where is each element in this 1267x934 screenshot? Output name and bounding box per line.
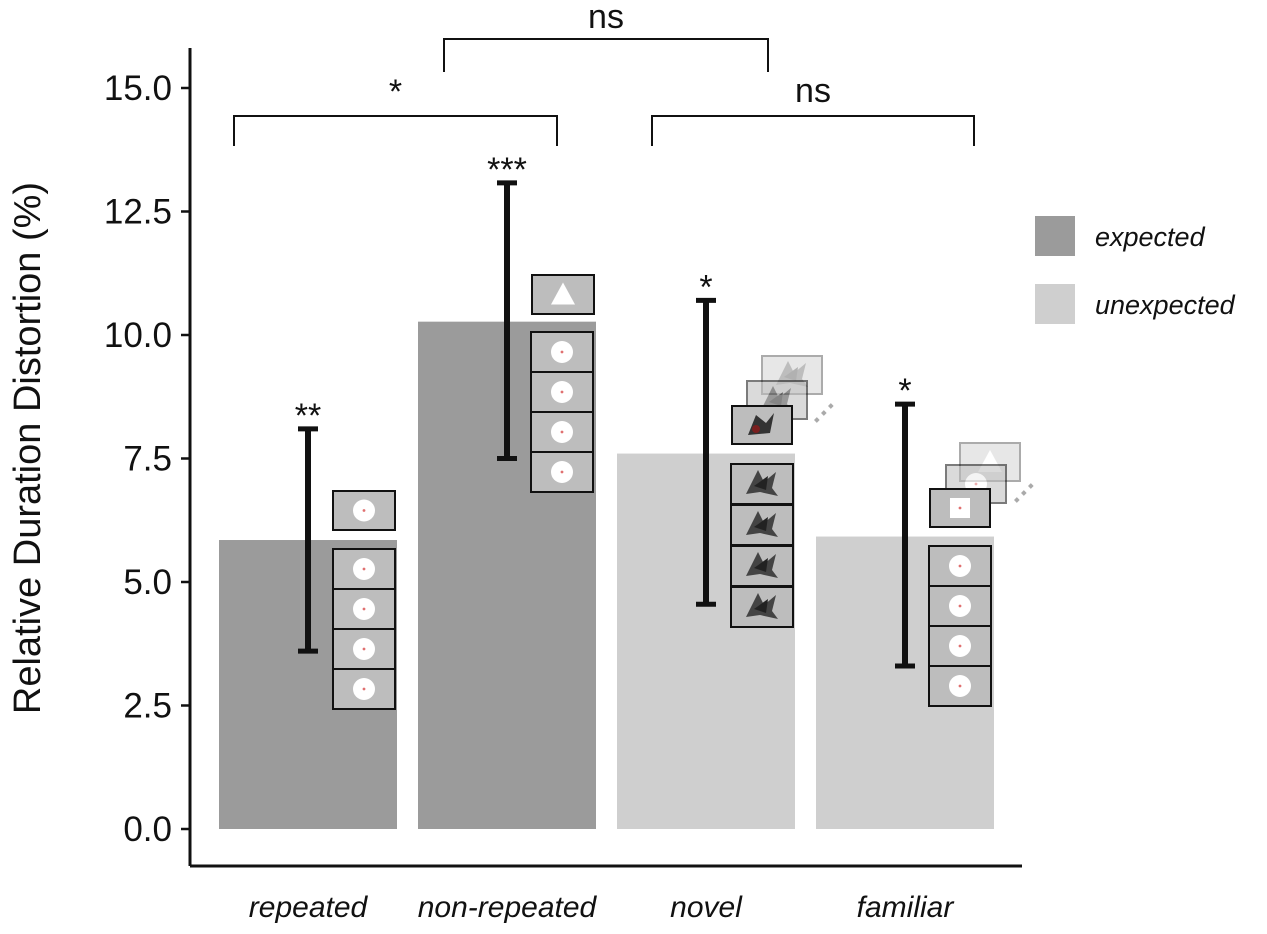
comparison-label: ns (588, 0, 624, 36)
y-tick-label: 12.5 (104, 193, 172, 232)
stim-nonrep-std (530, 371, 594, 413)
y-tick-label: 7.5 (123, 440, 172, 479)
stim-nonrep-std-frame (530, 451, 594, 493)
stim-repeated-odd-frame (332, 490, 396, 531)
fixation-dot (362, 687, 366, 691)
trail-dot (1027, 483, 1034, 489)
comparison-bracket (233, 115, 558, 146)
fixation-dot (974, 482, 978, 486)
fixation-dot (362, 647, 366, 651)
legend-label-expected: expected (1095, 222, 1206, 252)
stim-fam-std (928, 545, 992, 587)
fixation-dot (560, 390, 564, 394)
stim-repeated-std (332, 548, 396, 590)
plant-leaf (784, 367, 798, 381)
stim-repeated-odd (332, 490, 396, 531)
stim-fam-std (928, 625, 992, 667)
fixation-dot (560, 470, 564, 474)
stim-nonrep-std-frame (530, 331, 594, 373)
stim-repeated-std (332, 628, 396, 670)
stim-nonrep-odd (531, 274, 595, 315)
category-label-repeated: repeated (249, 891, 369, 924)
y-tick-label: 10.0 (104, 316, 172, 355)
comparison-bracket (651, 115, 975, 146)
stim-novel-std (730, 545, 794, 587)
stim-novel-std (730, 586, 794, 628)
stim-nonrep-std (530, 411, 594, 453)
y-tick-label: 5.0 (123, 563, 172, 602)
significance-non-repeated: *** (487, 151, 527, 189)
fixation-dot (958, 506, 962, 510)
trail-dot (1021, 490, 1027, 496)
category-label-familiar: familiar (857, 891, 955, 924)
trail-dot (821, 410, 827, 416)
plant-leaf (754, 599, 768, 613)
flower-center (752, 425, 760, 433)
y-tick-label: 15.0 (104, 69, 172, 108)
y-tick-label: 0.0 (123, 810, 172, 849)
significance-repeated: ** (295, 397, 321, 435)
fixation-dot (362, 607, 366, 611)
y-axis-label: Relative Duration Distortion (%) (7, 182, 49, 714)
stim-fam-std (928, 585, 992, 627)
stim-novel-std (730, 463, 794, 505)
category-label-non-repeated: non-repeated (418, 891, 598, 924)
fixation-dot (958, 684, 962, 688)
fixation-dot (560, 430, 564, 434)
fixation-dot (958, 564, 962, 568)
fixation-dot (958, 644, 962, 648)
plant-leaf (754, 517, 768, 531)
fixation-dot (362, 567, 366, 571)
category-label-novel: novel (670, 891, 743, 924)
legend-label-unexpected: unexpected (1095, 290, 1236, 320)
trail-dot (1014, 497, 1020, 503)
trail-dot (814, 417, 820, 423)
legend-swatch-expected (1035, 216, 1075, 256)
triangle-icon (551, 282, 575, 305)
comparison-label: ns (795, 72, 831, 110)
stim-nonrep-std (530, 451, 594, 493)
stim-nonrep-std (530, 331, 594, 373)
plant-leaf (754, 476, 768, 490)
fixation-dot (560, 350, 564, 354)
stim-novel-std (730, 504, 794, 546)
stim-repeated-std (332, 588, 396, 630)
significance-novel: * (699, 268, 712, 306)
stim-repeated-std (332, 668, 396, 710)
legend-swatch-unexpected (1035, 284, 1075, 324)
fixation-dot (362, 509, 366, 512)
significance-familiar: * (898, 372, 911, 410)
plant-leaf (754, 558, 768, 572)
fixation-dot (958, 604, 962, 608)
comparison-label: * (389, 73, 402, 111)
plant-leaf (769, 392, 783, 406)
stim-fam-std (928, 665, 992, 707)
stim-fam-odd-1 (929, 488, 991, 528)
trail-dot (827, 403, 834, 409)
stim-novel-odd-1 (731, 405, 793, 445)
y-tick-label: 2.5 (123, 687, 172, 726)
stim-novel-std-frame (730, 586, 794, 628)
comparison-bracket (443, 38, 769, 72)
